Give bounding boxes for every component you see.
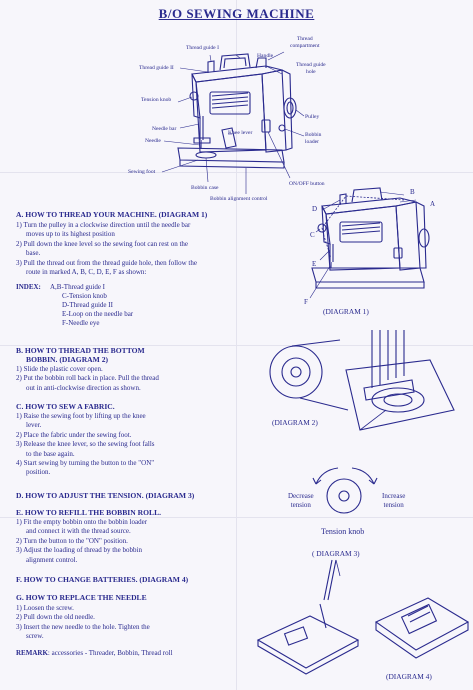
page-title: B/O SEWING MACHINE: [158, 6, 315, 21]
section-g-heading: G. HOW TO REPLACE THE NEEDLE: [16, 593, 147, 602]
remark: REMARK: accessories - Threader, Bobbin, …: [16, 649, 173, 658]
diagram-3-knob-label: Tension knob: [321, 527, 365, 536]
remark-label: REMARK: [16, 649, 48, 657]
paper-fold-horizontal: [0, 517, 473, 518]
diagram-1-illustration: [309, 187, 430, 299]
diagram-4-caption: (DIAGRAM 4): [386, 672, 432, 681]
section-b-text: 1) Slide the plastic cover open. 2) Put …: [16, 365, 159, 392]
section-b-heading: B. HOW TO THREAD THE BOTTOM: [16, 346, 145, 355]
sewing-machine-diagram: [161, 51, 305, 194]
diagram-3-illustration: [312, 467, 378, 514]
diagram-3-caption: ( DIAGRAM 3): [312, 549, 360, 558]
label-handle: Handle: [257, 53, 274, 59]
paper-fold-horizontal: [0, 172, 473, 173]
section-c-text: 1) Raise the sewing foot by lifting up t…: [16, 412, 155, 477]
section-a-heading: A. HOW TO THREAD YOUR MACHINE. (DIAGRAM …: [16, 210, 208, 219]
section-a-text: 1) Turn the pulley in a clockwise direct…: [16, 221, 197, 277]
diagram-1-letter-a: A: [430, 200, 436, 208]
label-pulley: Pulley: [305, 114, 320, 120]
label-bobbin-alignment-control: Bobbin alignment control: [210, 196, 268, 202]
index-item-d: D-Thread guide II: [62, 301, 113, 309]
label-needle: Needle: [145, 138, 161, 144]
section-e-text: 1) Fit the empty bobbin onto the bobbin …: [16, 518, 148, 564]
section-e-heading: E. HOW TO REFILL THE BOBBIN ROLL.: [16, 508, 162, 517]
section-c-heading: C. HOW TO SEW A FABRIC.: [16, 402, 115, 411]
section-f-heading: F. HOW TO CHANGE BATTERIES. (DIAGRAM 4): [16, 575, 189, 584]
diagram-1-letter-b: B: [410, 188, 415, 196]
label-knee-lever: Knee lever: [228, 130, 253, 136]
diagram-1-letter-e: E: [312, 260, 317, 268]
label-needle-bar: Needle bar: [152, 126, 177, 132]
diagram-2-caption: (DIAGRAM 2): [272, 418, 318, 427]
diagram-3-increase-label: Increase tension: [382, 492, 406, 509]
paper-fold-horizontal: [0, 345, 473, 346]
diagram-1-caption: (DIAGRAM 1): [323, 307, 369, 316]
diagram-1-letter-d: D: [312, 205, 318, 213]
diagram-3-decrease-label: Decrease tension: [288, 492, 314, 509]
label-thread-guide-1: Thread guide I: [186, 45, 219, 51]
diagram-1-letter-c: C: [310, 231, 315, 239]
section-d-heading: D. HOW TO ADJUST THE TENSION. (DIAGRAM 3…: [16, 491, 195, 500]
index-item-e: E-Loop on the needle bar: [62, 310, 134, 318]
label-sewing-foot: Sewing foot: [128, 169, 156, 175]
diagram-1-letter-f: F: [304, 298, 308, 306]
label-thread-guide-hole: Thread guide hole: [296, 62, 326, 75]
section-b-heading-2: BOBBIN. (DIAGRAM 2): [26, 355, 109, 364]
label-bobbin-case: Bobbin case: [191, 185, 219, 191]
label-tension-knob: Tension knob: [141, 97, 172, 103]
label-bobbin-loader: Bobbin loader: [305, 132, 322, 145]
index-item-ab: A,B-Thread guide I: [50, 283, 106, 291]
label-thread-guide-2: Thread guide II: [139, 65, 174, 71]
index-label: INDEX:: [16, 283, 41, 291]
label-on-off-button: ON/OFF button: [289, 181, 325, 187]
index-item-c: C-Tension knob: [62, 292, 107, 300]
diagram-2-illustration: [269, 330, 455, 431]
section-g-text: 1) Loosen the screw. 2) Pull down the ol…: [16, 604, 150, 641]
remark-text: : accessories - Threader, Bobbin, Thread…: [47, 649, 173, 657]
index-item-f: F-Needle eye: [62, 319, 100, 327]
label-thread-compartment: Thread compartment: [290, 36, 320, 49]
